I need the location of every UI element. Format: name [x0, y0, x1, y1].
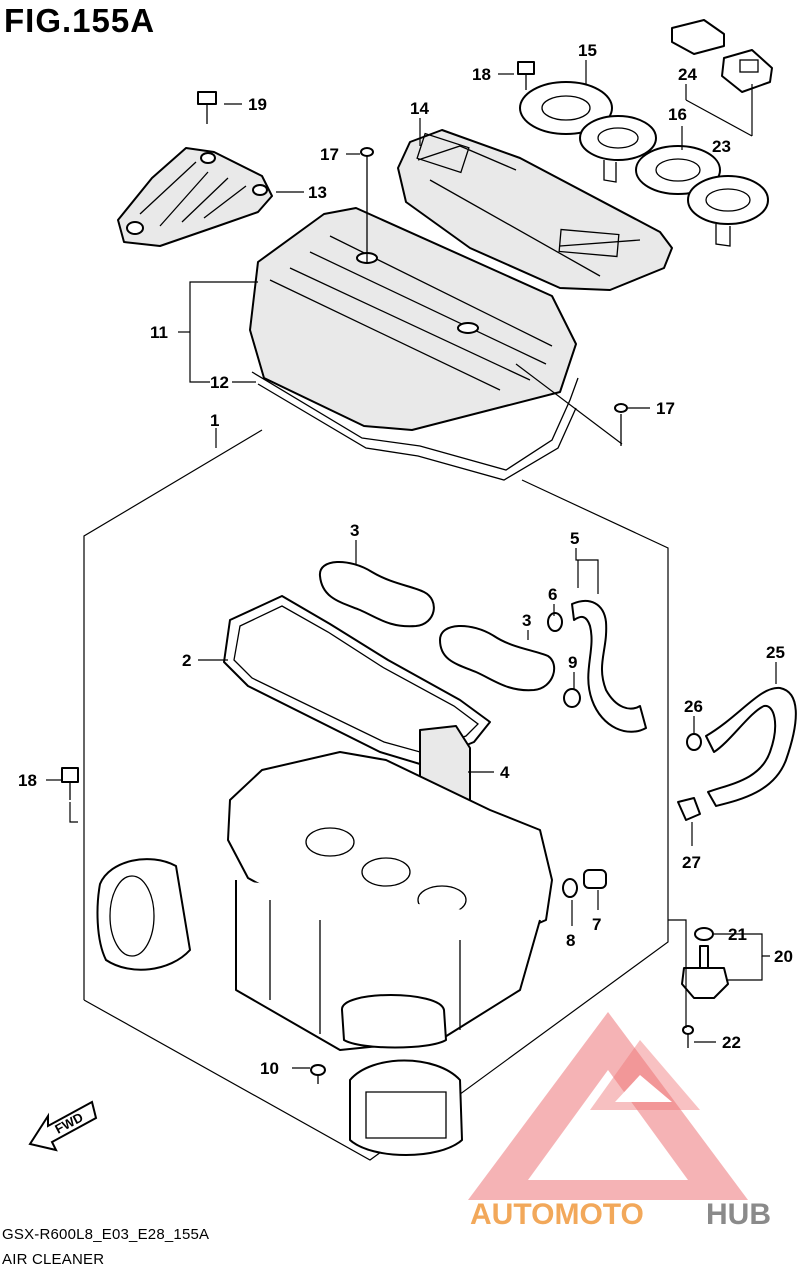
- pin-part-10: [310, 1064, 326, 1084]
- callout-26: 26: [684, 697, 703, 716]
- callout-16: 16: [668, 105, 687, 124]
- watermark-text-auto: AUTOMOTO: [470, 1198, 644, 1231]
- air-cleaner-case-part: [227, 751, 553, 1051]
- callout-17-right: 17: [656, 399, 675, 418]
- callout-25: 25: [766, 643, 785, 662]
- callout-15: 15: [578, 41, 597, 60]
- watermark-logo: [468, 1012, 748, 1200]
- callout-21: 21: [728, 925, 747, 944]
- callout-4: 4: [500, 763, 510, 782]
- figure-title: FIG.155A: [4, 2, 156, 39]
- callout-8: 8: [566, 931, 575, 950]
- sensor-part-23: [721, 49, 773, 93]
- intake-funnel-part-10: [349, 1059, 463, 1156]
- plug-part-7: [583, 869, 607, 889]
- clamp-part-26: [686, 733, 702, 751]
- bolt-part-19: [197, 91, 217, 124]
- seal-part-3-lower: [439, 624, 556, 692]
- callout-3-lower: 3: [522, 611, 531, 630]
- hose-part-5: [571, 599, 647, 733]
- intake-funnel-part-16: [635, 145, 769, 247]
- fwd-arrow-icon: [28, 1100, 98, 1152]
- watermark-text-hub: HUB: [706, 1198, 771, 1231]
- throttle-duct-part: [96, 858, 191, 971]
- callout-6: 6: [548, 585, 557, 604]
- callout-3-upper: 3: [350, 521, 359, 540]
- callout-2: 2: [182, 651, 191, 670]
- callout-23: 23: [712, 137, 731, 156]
- assembly-frame-outline: [83, 429, 669, 1161]
- callout-9: 9: [568, 653, 577, 672]
- bracket-part: [117, 147, 273, 247]
- callout-numbers: 19 13 17 14 18 15 24 16 23 11 12 17 1 3 …: [18, 41, 793, 1078]
- connector-part-24: [671, 19, 725, 55]
- clamp-part-9: [563, 688, 581, 708]
- callout-14: 14: [410, 99, 429, 118]
- callout-11: 11: [150, 323, 168, 342]
- filter-gasket-part: [223, 595, 491, 765]
- bolt-part-18-left: [61, 767, 79, 800]
- leader-lines: [46, 60, 777, 1069]
- diagram-name: AIR CLEANER: [2, 1251, 105, 1268]
- callout-12: 12: [210, 373, 229, 392]
- callout-20: 20: [774, 947, 793, 966]
- callout-18-left: 18: [18, 771, 37, 790]
- callout-22: 22: [722, 1033, 741, 1052]
- air-cleaner-cover-part: [249, 207, 577, 431]
- sensor-part-20: [681, 945, 729, 999]
- screw-part-17-right: [614, 403, 628, 446]
- hose-part-25: [705, 686, 797, 807]
- callout-7: 7: [592, 915, 601, 934]
- seal-part-3-upper: [318, 560, 435, 628]
- diagram-code: GSX-R600L8_E03_E28_155A: [2, 1226, 210, 1243]
- clamp-part-27: [677, 797, 701, 821]
- callout-17-top: 17: [320, 145, 339, 164]
- callout-18-top: 18: [472, 65, 491, 84]
- screw-part-22: [682, 1025, 694, 1048]
- callout-1: 1: [210, 411, 219, 430]
- bottom-duct-part: [340, 994, 447, 1049]
- callout-24: 24: [678, 65, 697, 84]
- intake-funnel-part-15: [519, 81, 657, 183]
- callout-13: 13: [308, 183, 327, 202]
- cover-gasket-part: [251, 371, 579, 481]
- callout-5: 5: [570, 529, 579, 548]
- callout-19: 19: [248, 95, 267, 114]
- screw-part-17-top: [360, 147, 374, 262]
- clamp-part-8: [562, 878, 578, 898]
- clamp-part-6: [547, 612, 563, 632]
- bolt-part-18-top: [517, 61, 535, 90]
- callout-27: 27: [682, 853, 701, 872]
- callout-10: 10: [260, 1059, 279, 1078]
- o-ring-part-21: [694, 927, 714, 941]
- cover-strip-part: [397, 129, 673, 291]
